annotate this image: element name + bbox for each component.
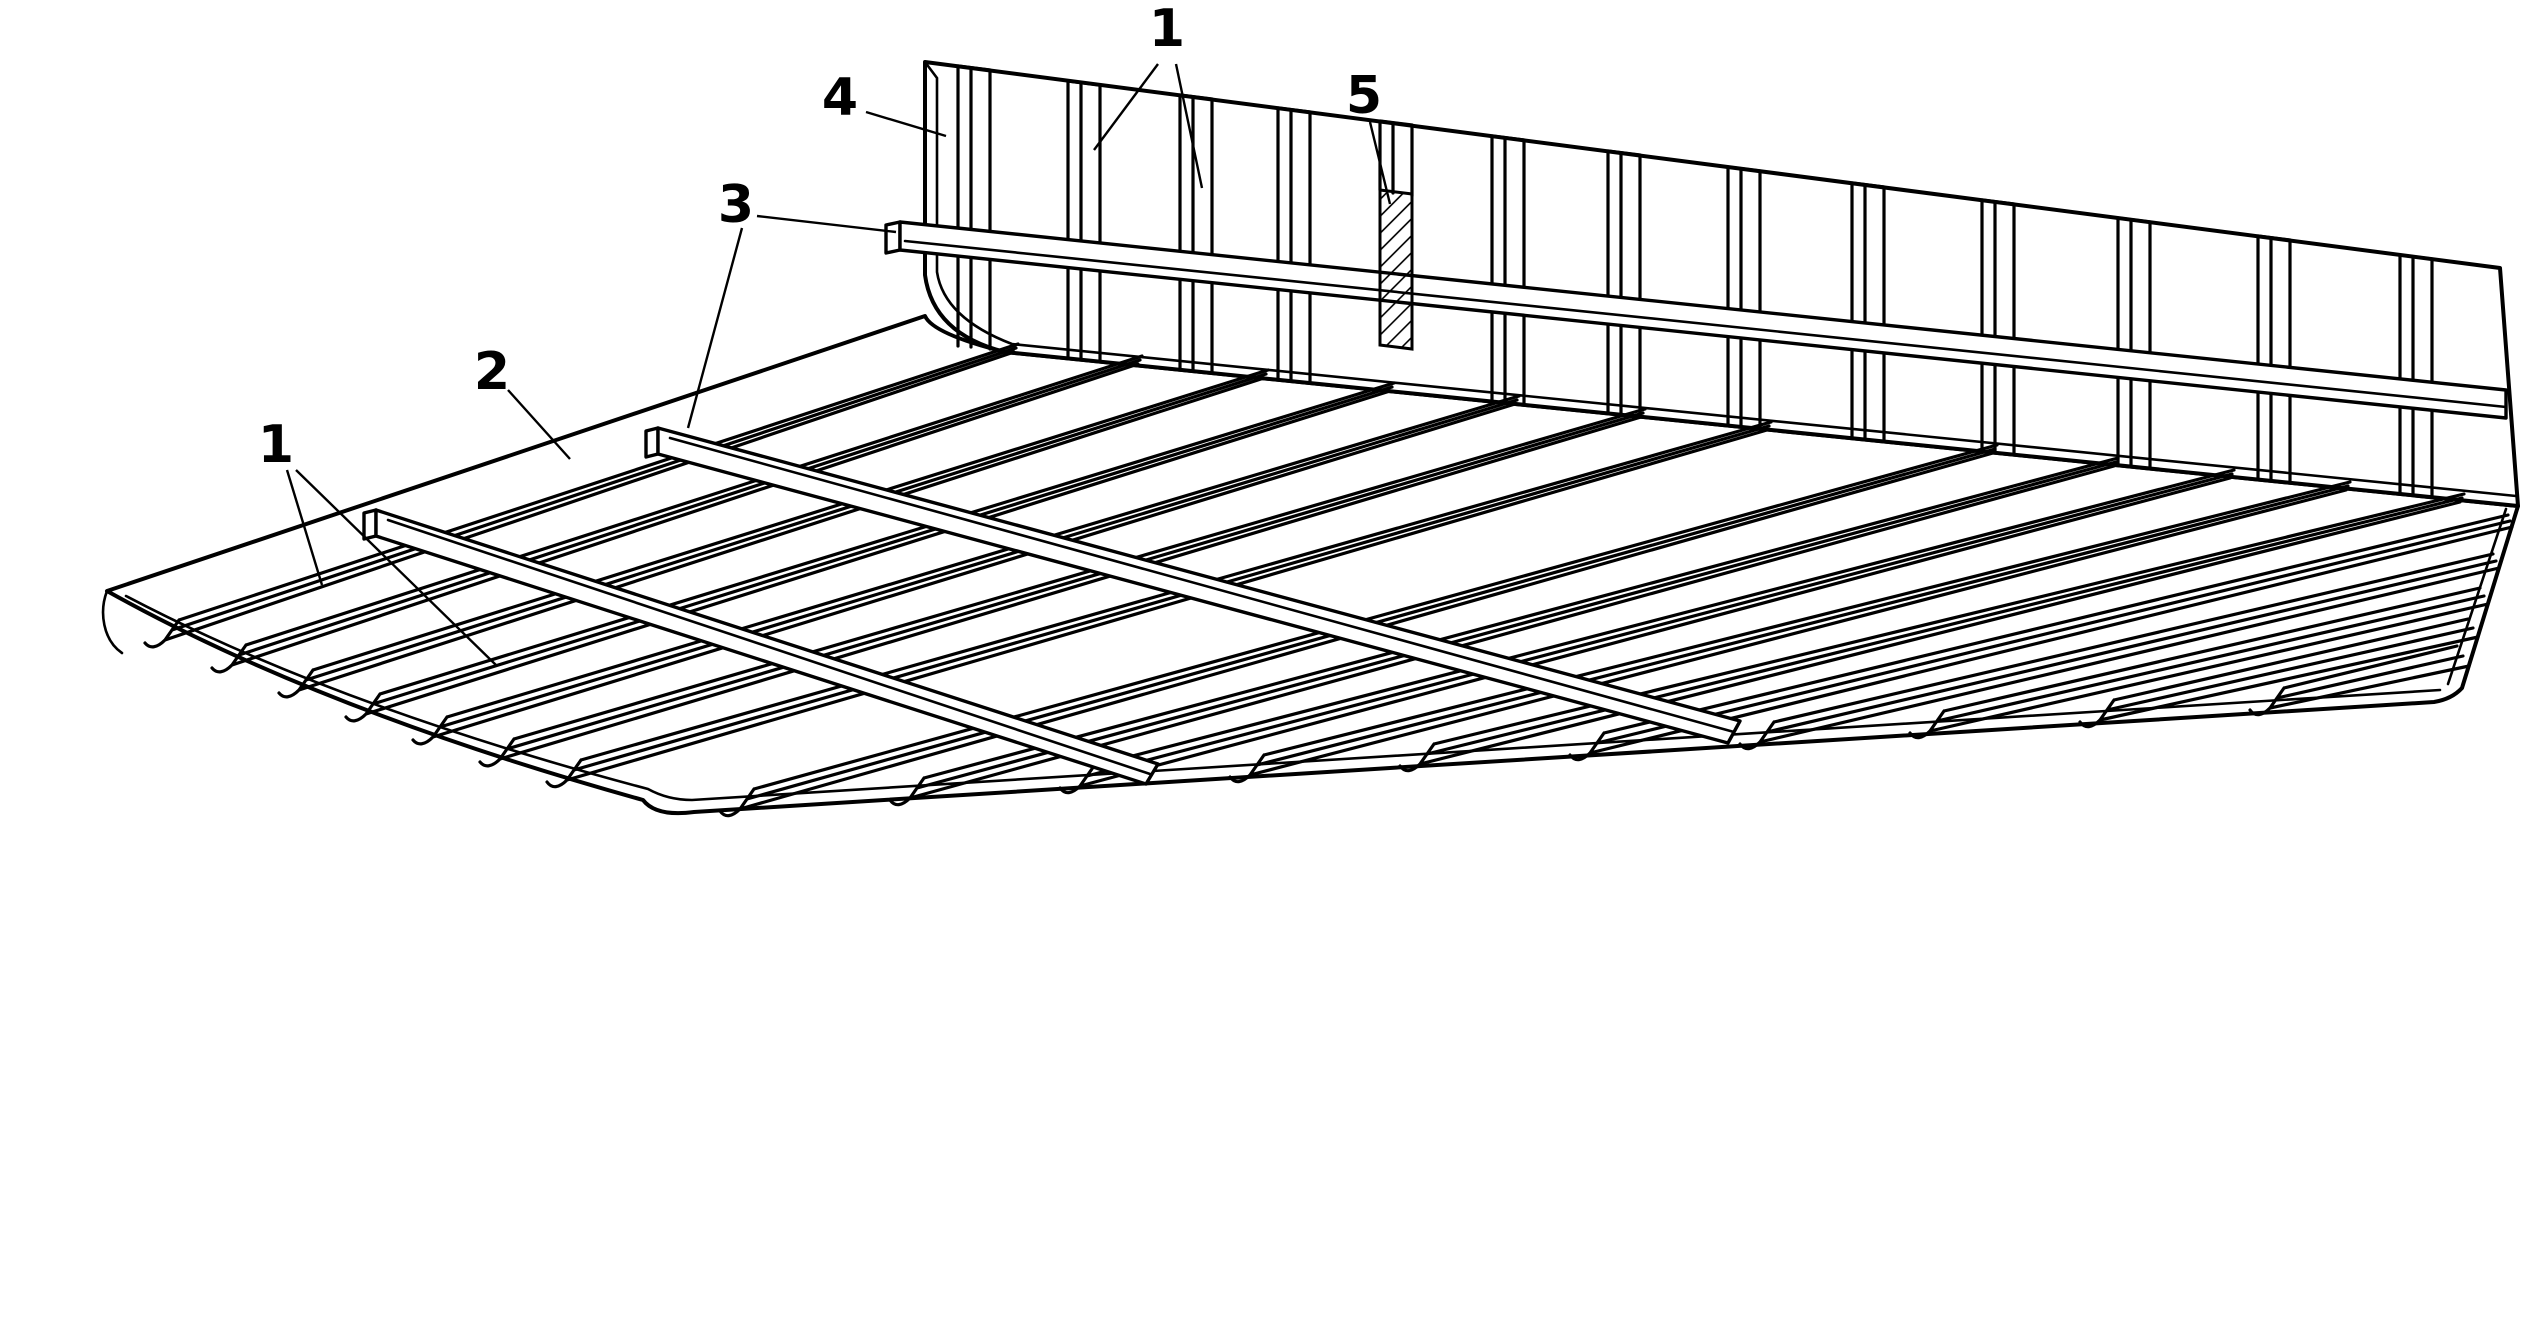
panel-stiffener-3 — [277, 368, 1270, 699]
leader-wall-plate — [865, 110, 947, 138]
label-panel-stiffeners: 1 — [258, 415, 294, 475]
wall-beam-end — [884, 220, 902, 255]
wall-stiffener-2 — [1066, 79, 1102, 362]
panel-stiffener-4 — [344, 381, 1396, 723]
panel-stiffener-5 — [411, 394, 1521, 746]
wall-beam — [898, 220, 2508, 420]
leader-panel-stiffeners-b — [295, 469, 498, 667]
wall-stiffener-3 — [1178, 93, 1214, 373]
panel-stiffener-11 — [1228, 480, 2352, 784]
panel-stiffener-14 — [1738, 552, 2501, 751]
leader-stiffener-section — [1368, 121, 1392, 205]
stiffener-section-hatch — [1378, 188, 1414, 351]
label-wall-plate: 4 — [822, 68, 858, 128]
wall-stiffener-1 — [956, 64, 992, 351]
panel-stiffener-12 — [1398, 492, 2466, 773]
leader-beams-a — [756, 214, 897, 234]
wall-stiffener-7 — [1606, 149, 1642, 417]
wall-stiffener-12 — [2256, 234, 2292, 484]
panel-stiffener-16 — [2078, 617, 2480, 729]
transverse-beam-2-end — [362, 508, 378, 541]
wall-stiffener-8 — [1726, 165, 1762, 430]
wall-stiffener-13 — [2398, 253, 2434, 499]
wall-stiffener-9 — [1850, 181, 1886, 442]
panel-stiffener-10 — [1058, 468, 2236, 795]
diagram-geometry — [101, 60, 2520, 818]
wall-stiffener-6 — [1490, 134, 1526, 405]
panel-stiffener-17 — [2248, 644, 2471, 717]
panel-stiffener-9 — [888, 456, 2120, 807]
panel-stiffener-1 — [143, 342, 1020, 649]
label-stiffener-section: 5 — [1346, 66, 1382, 126]
label-transverse-beams: 3 — [718, 175, 754, 235]
wall-stiffener-10 — [1980, 198, 2016, 456]
transverse-beam-2-flange — [386, 518, 1152, 776]
panel-stiffener-2 — [210, 354, 1144, 674]
leader-beams-b — [686, 227, 744, 429]
panel-stiffener-13 — [1568, 513, 2514, 762]
leader-panel-stiffeners-a — [285, 469, 324, 586]
wall-stiffener-5-stub — [1378, 119, 1414, 198]
leader-skin — [507, 389, 571, 460]
figure-labels: 1 4 5 3 2 1 — [258, 0, 1382, 475]
wall-stiffener-4 — [1276, 106, 1312, 383]
transverse-beam-1-flange — [668, 436, 1736, 734]
leader-wall-stiffeners-b — [1174, 63, 1204, 189]
panel-stiffener-6 — [478, 407, 1647, 768]
wall-beam-flange — [903, 239, 2508, 409]
label-wall-stiffeners: 1 — [1149, 0, 1185, 59]
wall-stiffener-11 — [2116, 216, 2152, 470]
transverse-beam-1-end — [644, 426, 660, 459]
leader-wall-stiffeners-a — [1093, 63, 1159, 151]
panel-stiffener-15 — [1908, 586, 2490, 740]
label-skin-plate: 2 — [474, 342, 510, 402]
